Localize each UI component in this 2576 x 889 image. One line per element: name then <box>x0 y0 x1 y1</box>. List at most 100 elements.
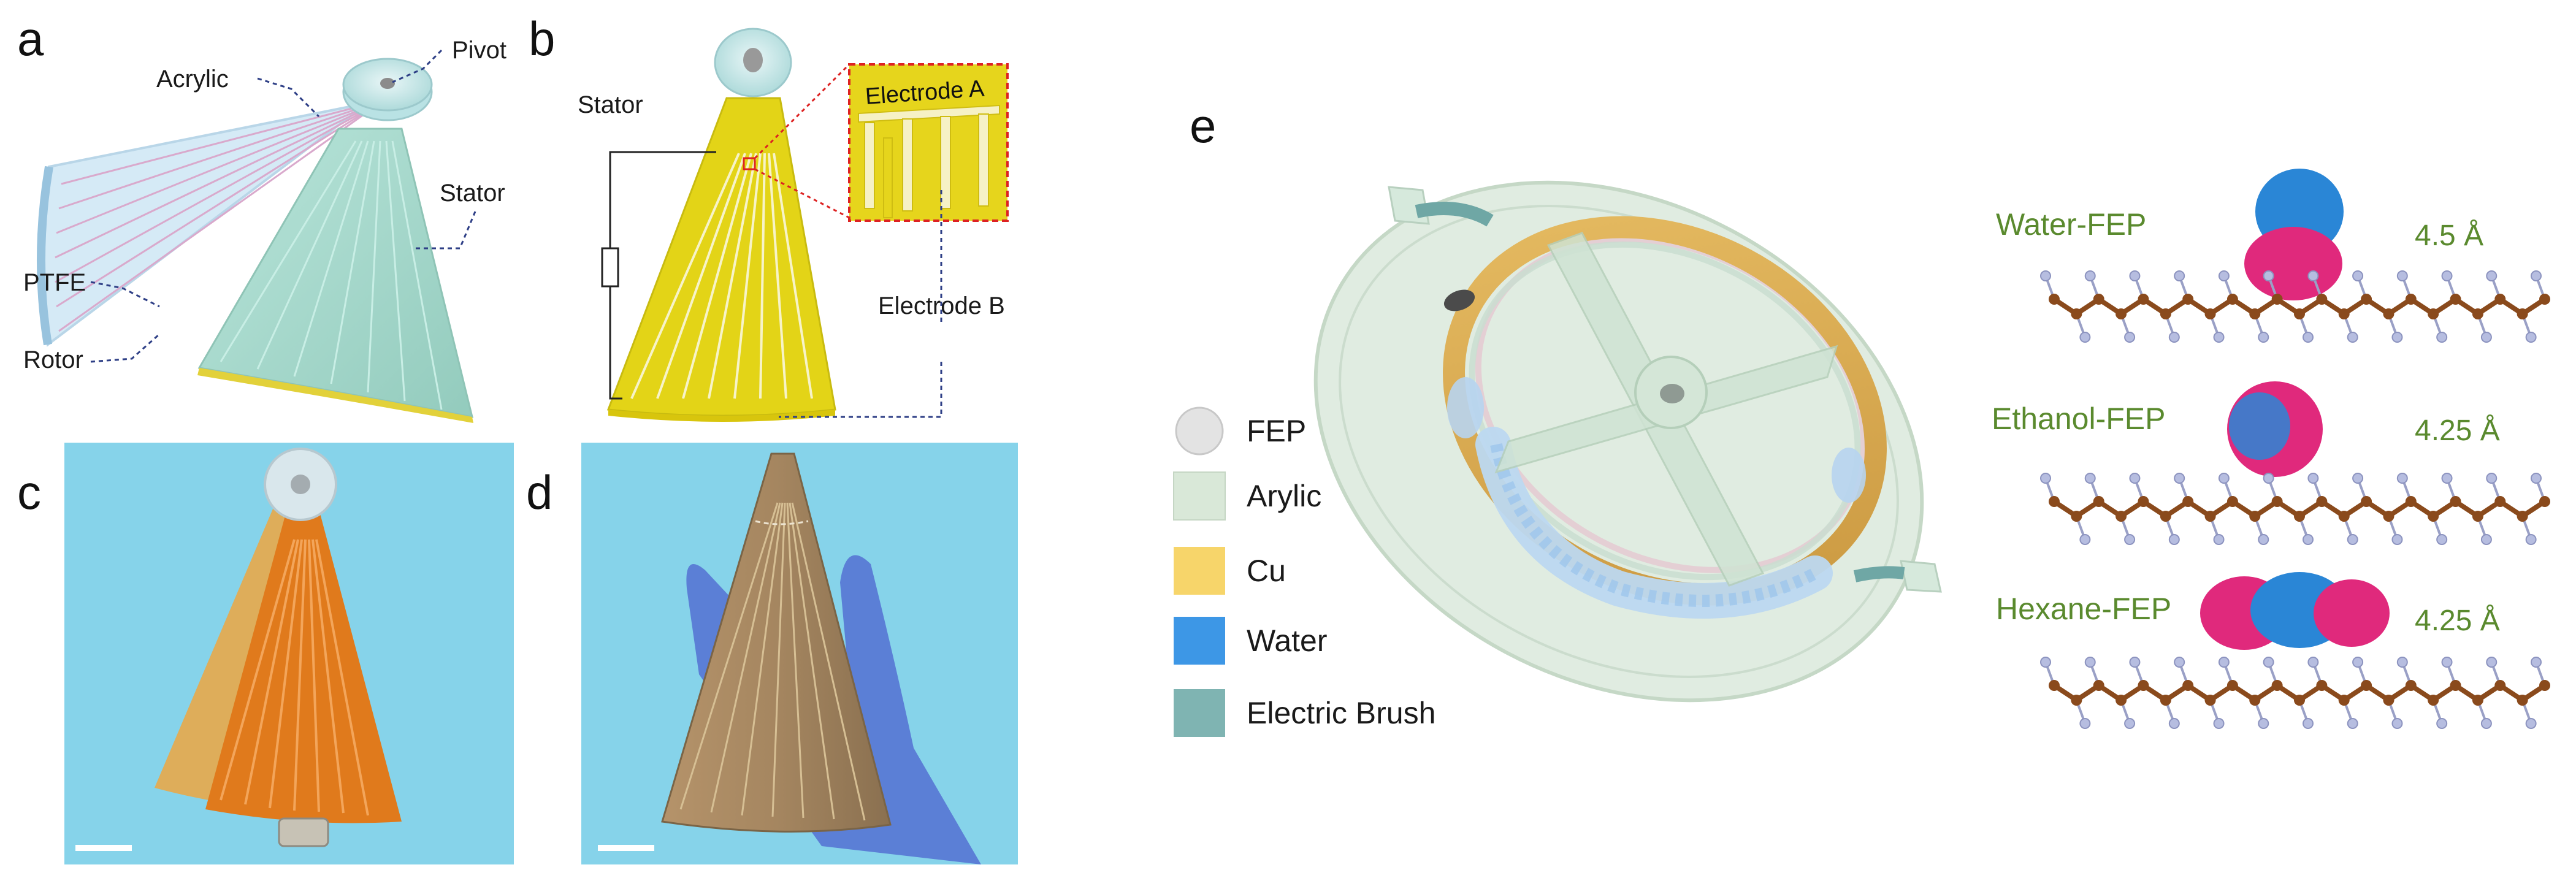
legend-swatch-water <box>1174 617 1225 665</box>
panel-c: c <box>17 443 514 864</box>
molecule-hexane <box>2040 572 2550 729</box>
fluorine-atom <box>2079 534 2091 545</box>
carbon-atom <box>2428 511 2439 522</box>
carbon-atom <box>2226 294 2238 305</box>
fluorine-atom <box>2531 270 2542 281</box>
carbon-atom <box>2316 294 2328 305</box>
fluorine-atom <box>2263 473 2274 484</box>
acrylic-disc <box>342 58 433 121</box>
external-circuit <box>601 151 716 400</box>
carbon-atom <box>2338 695 2350 706</box>
fluorine-atom <box>2525 332 2537 343</box>
carbon-atom <box>2049 680 2060 691</box>
fluorine-atom <box>2396 473 2408 484</box>
carbon-atom <box>2271 496 2283 507</box>
electrode-inset: Electrode A <box>848 63 1009 222</box>
pivot-pin-b <box>743 48 763 72</box>
carbon-atom <box>2450 680 2461 691</box>
fluorine-atom <box>2441 270 2453 281</box>
carbon-atom <box>2093 680 2104 691</box>
fluorine-atom <box>2084 657 2096 668</box>
fluorine-atom <box>2347 718 2358 729</box>
carbon-atom <box>2249 695 2261 706</box>
carbon-atom <box>2517 695 2528 706</box>
fluorine-atom <box>2124 534 2136 545</box>
fluorine-atom <box>2218 657 2230 668</box>
carbon-atom <box>2361 680 2372 691</box>
carbon-atom <box>2383 511 2394 522</box>
panel-letter-d: d <box>526 465 552 519</box>
carbon-atom <box>2093 496 2104 507</box>
device-illustration <box>1313 180 1942 703</box>
carbon-atom <box>2160 308 2171 319</box>
fluorine-atom <box>2307 657 2319 668</box>
fluorine-atom <box>2391 718 2403 729</box>
carbon-atom <box>2271 680 2283 691</box>
fluorine-atom <box>2258 718 2269 729</box>
isosurface-pink <box>2244 227 2342 300</box>
legend-item-electric-brush: Electric Brush <box>1174 689 1435 737</box>
legend-item-cu: Cu <box>1174 547 1286 595</box>
carbon-atom <box>2383 308 2394 319</box>
fluorine-atom <box>2396 270 2408 281</box>
panel-letter-e: e <box>1190 99 1216 153</box>
label-electrode-b: Electrode B <box>878 292 1005 319</box>
carbon-atom <box>2316 496 2328 507</box>
carbon-atom <box>2071 511 2082 522</box>
rotor-illustration <box>37 102 369 347</box>
carbon-atom <box>2472 511 2483 522</box>
fluorine-atom <box>2436 332 2448 343</box>
legend-item-water: Water <box>1174 617 1328 665</box>
legend-swatch-electric-brush <box>1174 689 1225 737</box>
molecule-distance-ethanol-fep: 4.25 Å <box>2415 414 2500 447</box>
molecule-distance-water-fep: 4.5 Å <box>2415 219 2483 252</box>
copper-electrode-sheet <box>661 452 892 833</box>
carbon-atom <box>2361 294 2372 305</box>
legend-swatch-arylic <box>1173 471 1226 521</box>
carbon-atom <box>2517 511 2528 522</box>
legend-swatch-cu <box>1174 547 1225 595</box>
fluorine-atom <box>2263 270 2274 281</box>
fluorine-atom <box>2258 534 2269 545</box>
panel-d: d <box>526 443 1018 864</box>
fluorine-atom <box>2531 657 2542 668</box>
carbon-atom <box>2226 496 2238 507</box>
carbon-atom <box>2071 695 2082 706</box>
fluorine-atom <box>2352 473 2364 484</box>
molecule-distance-hexane-fep: 4.25 Å <box>2415 605 2500 637</box>
fluorine-atom <box>2480 332 2492 343</box>
carbon-atom <box>2539 680 2550 691</box>
carbon-atom <box>2316 680 2328 691</box>
fluorine-atom <box>2040 473 2051 484</box>
fluorine-atom <box>2079 718 2091 729</box>
fluorine-atom <box>2079 332 2091 343</box>
molecule-name-hexane-fep: Hexane-FEP <box>1996 592 2171 626</box>
carbon-atom <box>2182 294 2194 305</box>
stator-illustration <box>197 128 474 423</box>
carbon-atom <box>2539 294 2550 305</box>
panel-letter-b: b <box>529 12 555 66</box>
fluorine-atom <box>2174 473 2185 484</box>
fluorine-atom <box>2218 473 2230 484</box>
fluorine-atom <box>2347 332 2358 343</box>
legend-label-arylic: Arylic <box>1247 479 1321 513</box>
fluorine-atom <box>2480 534 2492 545</box>
molecule-water <box>2040 169 2550 343</box>
carbon-atom <box>2405 680 2417 691</box>
label-ptfe: PTFE <box>23 269 86 296</box>
fluorine-atom <box>2307 473 2319 484</box>
carbon-atom <box>2383 695 2394 706</box>
carbon-atom <box>2049 294 2060 305</box>
carbon-atom <box>2472 695 2483 706</box>
carbon-atom <box>2249 511 2261 522</box>
panel-e: e <box>1173 99 2550 737</box>
fluorine-atom <box>2040 270 2051 281</box>
fluorine-atom <box>2480 718 2492 729</box>
fluorine-atom <box>2084 473 2096 484</box>
fluorine-atom <box>2436 718 2448 729</box>
fluorine-atom <box>2307 270 2319 281</box>
carbon-atom <box>2517 308 2528 319</box>
carbon-atom <box>2160 511 2171 522</box>
legend-label-fep: FEP <box>1247 414 1306 448</box>
fluorine-atom <box>2213 718 2225 729</box>
